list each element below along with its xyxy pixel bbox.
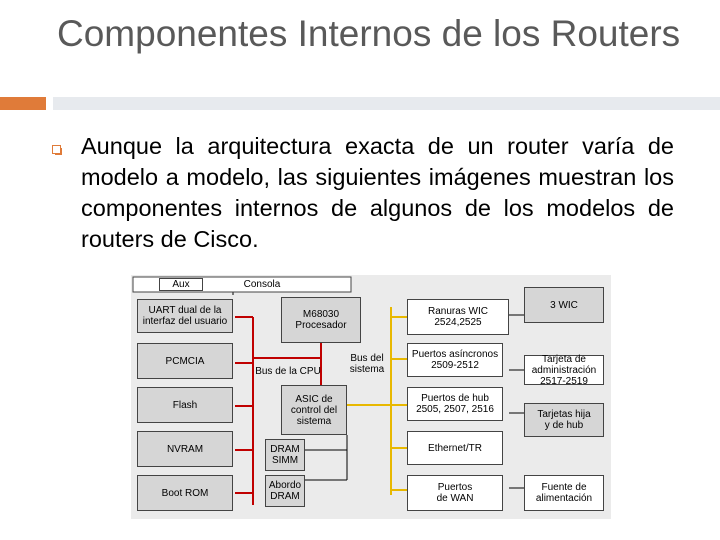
admin-card-box: Tarjeta de administración 2517-2519 xyxy=(524,354,604,387)
ethernet-box: Ethernet/TR xyxy=(407,431,503,465)
cpu-box: M68030 Procesador xyxy=(281,297,361,343)
router-components-diagram: Aux Consola UART dual de la interfaz del… xyxy=(131,275,611,519)
pcmcia-box: PCMCIA xyxy=(137,343,233,379)
system-bus-label: Bus del sistema xyxy=(349,353,385,375)
title-accent-bar xyxy=(0,97,46,110)
wic3-box: 3 WIC xyxy=(524,287,604,323)
bootrom-box: Boot ROM xyxy=(137,475,233,511)
wan-ports-box: Puertos de WAN xyxy=(407,475,503,511)
slide-title: Componentes Internos de los Routers xyxy=(57,13,681,54)
uart-box: UART dual de la interfaz del usuario xyxy=(137,299,233,333)
flash-box: Flash xyxy=(137,387,233,423)
hub-cards-box: Tarjetas hija y de hub xyxy=(524,403,604,437)
console-port: Consola xyxy=(243,279,281,290)
dram-simm-box: DRAM SIMM xyxy=(265,439,305,471)
aux-port: Aux xyxy=(159,278,203,291)
power-supply-box: Fuente de alimentación xyxy=(524,475,604,511)
dram-abordo-box: Abordo DRAM xyxy=(265,475,305,507)
wic-slots-box: Ranuras WIC 2524,2525 xyxy=(407,299,509,335)
asic-box: ASIC de control del sistema xyxy=(281,385,347,435)
hub-ports-box: Puertos de hub 2505, 2507, 2516 xyxy=(407,387,503,421)
title-divider-bar xyxy=(53,97,720,110)
bullet-icon xyxy=(52,145,62,155)
cpu-bus-label: Bus de la CPU xyxy=(255,366,321,377)
bullet-text: Aunque la arquitectura exacta de un rout… xyxy=(81,133,674,252)
async-ports-box: Puertos asíncronos 2509-2512 xyxy=(407,343,503,377)
nvram-box: NVRAM xyxy=(137,431,233,467)
